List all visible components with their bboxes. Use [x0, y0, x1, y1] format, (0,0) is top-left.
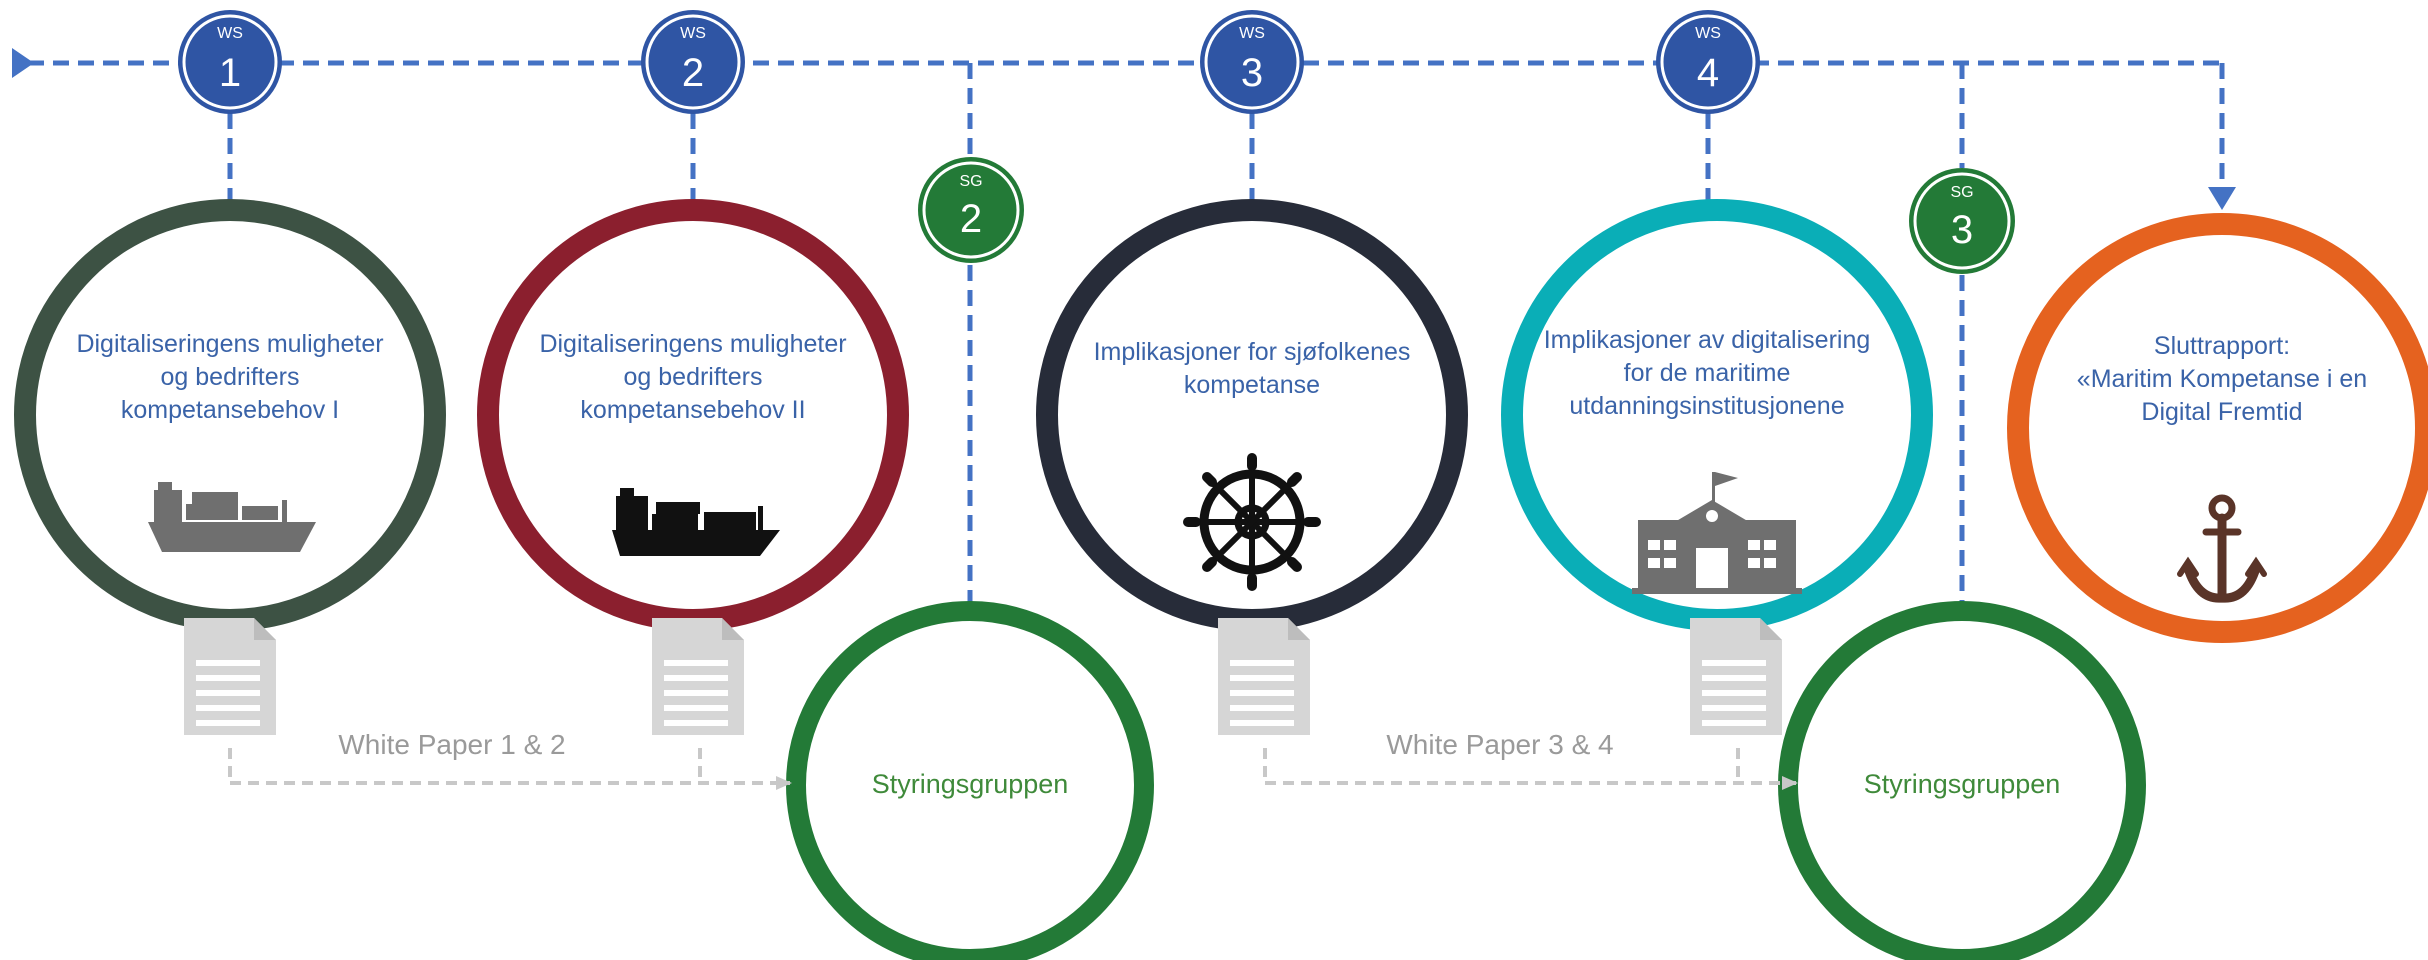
document-icon	[652, 618, 744, 735]
school-building-icon	[1632, 472, 1802, 594]
timeline-end-arrow	[2208, 187, 2236, 210]
document-icon	[1218, 618, 1310, 735]
timeline-line	[28, 60, 2225, 620]
sg2-ring	[786, 601, 1154, 960]
ws-marker-3	[1200, 10, 1304, 114]
ws3-marker-number: 3	[1240, 51, 1264, 95]
white-paper-label-2: White Paper 3 & 4	[1386, 729, 1614, 760]
ws-marker-2	[641, 10, 745, 114]
anchor-icon	[2177, 494, 2267, 603]
sg2-marker-tag: SG	[959, 173, 983, 190]
sg3-label: Styringsgruppen	[1863, 769, 2061, 799]
ws4-marker-tag: WS	[1695, 25, 1721, 42]
sg3-marker-tag: SG	[1950, 184, 1974, 201]
ws1-marker-number: 1	[218, 51, 242, 95]
ws3-marker-tag: WS	[1239, 25, 1265, 42]
document-icon	[184, 618, 276, 735]
sg-marker-2	[918, 157, 1024, 263]
sg3-marker-number: 3	[1950, 208, 1974, 252]
ws-marker-4	[1656, 10, 1760, 114]
ship-wheel-icon	[1183, 453, 1321, 591]
document-icon	[1690, 618, 1782, 735]
white-paper-arrow	[228, 748, 792, 790]
ws1-marker-tag: WS	[217, 25, 243, 42]
sg2-marker-number: 2	[959, 197, 983, 241]
white-paper-arrow	[1263, 748, 1798, 790]
ws2-marker-tag: WS	[680, 25, 706, 42]
timeline-start-arrow	[12, 48, 34, 78]
final-ring	[2007, 213, 2428, 643]
sg2-label: Styringsgruppen	[871, 769, 1069, 799]
ws2-marker-number: 2	[681, 51, 705, 95]
cargo-ship-icon	[148, 482, 316, 552]
white-paper-label-1: White Paper 1 & 2	[338, 729, 566, 760]
ws4-marker-number: 4	[1696, 51, 1720, 95]
sg-marker-3	[1909, 168, 2015, 274]
container-ship-icon	[612, 488, 780, 556]
ws-marker-1	[178, 10, 282, 114]
